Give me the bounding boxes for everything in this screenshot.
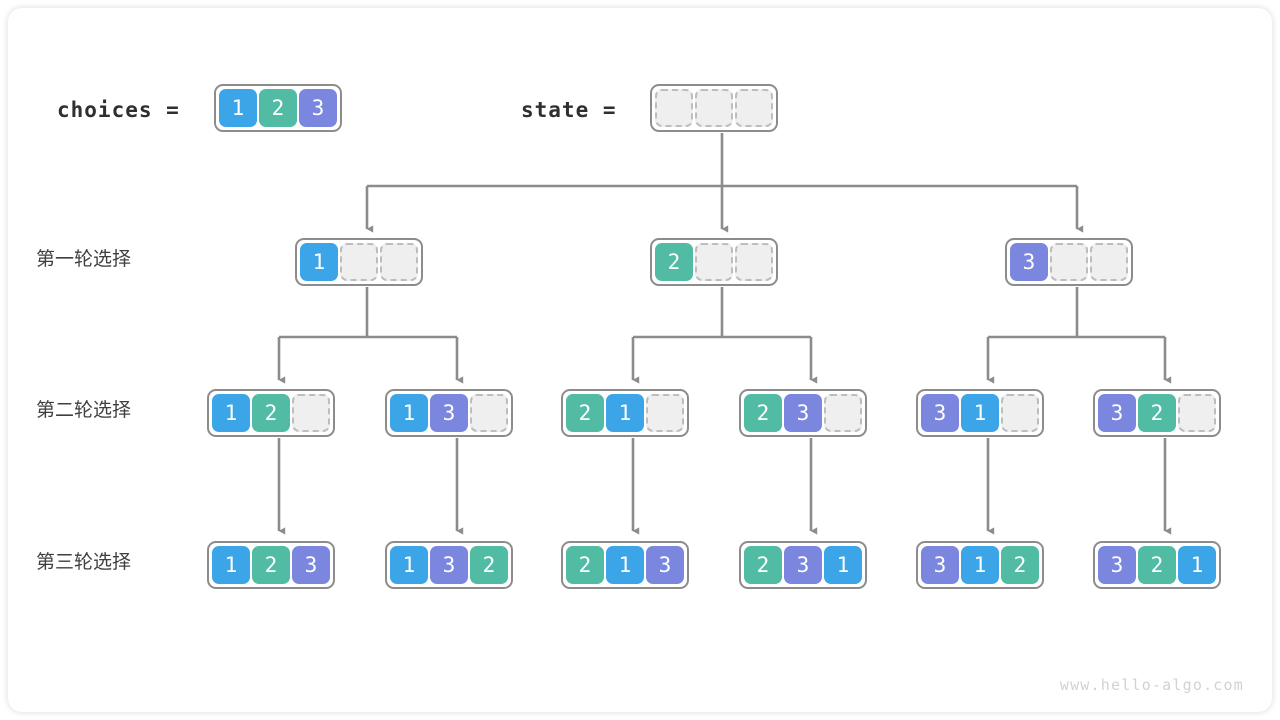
array-cell-value: 2: [1001, 546, 1039, 584]
tree-node-round1-0: 1: [295, 238, 423, 286]
array-cell-value: 3: [1098, 394, 1136, 432]
array-cell-value: 1: [212, 546, 250, 584]
row-label-round1: 第一轮选择: [36, 249, 132, 270]
array-cell-value: 3: [292, 546, 330, 584]
array-cell-empty: [735, 89, 773, 127]
array-cell-empty: [695, 89, 733, 127]
array-cell-empty: [1090, 243, 1128, 281]
array-cell-empty: [1178, 394, 1216, 432]
tree-node-round1-1: 2: [650, 238, 778, 286]
array-cell-value: 3: [784, 394, 822, 432]
array-cell-value: 1: [212, 394, 250, 432]
array-cell-value: 1: [606, 394, 644, 432]
array-cell-value: 3: [430, 546, 468, 584]
array-cell-empty: [292, 394, 330, 432]
array-cell-value: 1: [219, 89, 257, 127]
array-cell-empty: [695, 243, 733, 281]
array-cell-value: 1: [390, 546, 428, 584]
array-cell-empty: [340, 243, 378, 281]
array-cell-value: 1: [390, 394, 428, 432]
array-cell-value: 2: [259, 89, 297, 127]
array-cell-value: 2: [566, 394, 604, 432]
array-cell-empty: [1050, 243, 1088, 281]
tree-node-round1-2: 3: [1005, 238, 1133, 286]
array-cell-value: 1: [1178, 546, 1216, 584]
array-cell-value: 3: [299, 89, 337, 127]
array-cell-value: 1: [824, 546, 862, 584]
row-label-round3: 第三轮选择: [36, 552, 132, 573]
array-cell-value: 2: [470, 546, 508, 584]
array-cell-empty: [380, 243, 418, 281]
array-cell-value: 2: [566, 546, 604, 584]
array-cell-empty: [1001, 394, 1039, 432]
array-cell-value: 3: [921, 394, 959, 432]
array-cell-value: 3: [1010, 243, 1048, 281]
array-cell-value: 3: [646, 546, 684, 584]
state-array: [650, 84, 778, 132]
array-cell-value: 2: [744, 394, 782, 432]
choices-label: choices =: [57, 98, 180, 122]
array-cell-empty: [824, 394, 862, 432]
row-label-round2: 第二轮选择: [36, 400, 132, 421]
array-cell-value: 2: [1138, 394, 1176, 432]
array-cell-empty: [470, 394, 508, 432]
state-label: state =: [521, 98, 617, 122]
array-cell-value: 2: [655, 243, 693, 281]
array-cell-value: 1: [606, 546, 644, 584]
array-cell-value: 2: [744, 546, 782, 584]
array-cell-value: 2: [252, 394, 290, 432]
array-cell-value: 1: [961, 546, 999, 584]
array-cell-value: 3: [1098, 546, 1136, 584]
array-cell-value: 3: [784, 546, 822, 584]
watermark: www.hello-algo.com: [1059, 676, 1244, 694]
array-cell-empty: [735, 243, 773, 281]
array-cell-value: 2: [1138, 546, 1176, 584]
array-cell-empty: [646, 394, 684, 432]
array-cell-value: 1: [300, 243, 338, 281]
array-cell-empty: [655, 89, 693, 127]
array-cell-value: 1: [961, 394, 999, 432]
array-cell-value: 3: [430, 394, 468, 432]
array-cell-value: 3: [921, 546, 959, 584]
array-cell-value: 2: [252, 546, 290, 584]
diagram-card: [8, 8, 1272, 712]
